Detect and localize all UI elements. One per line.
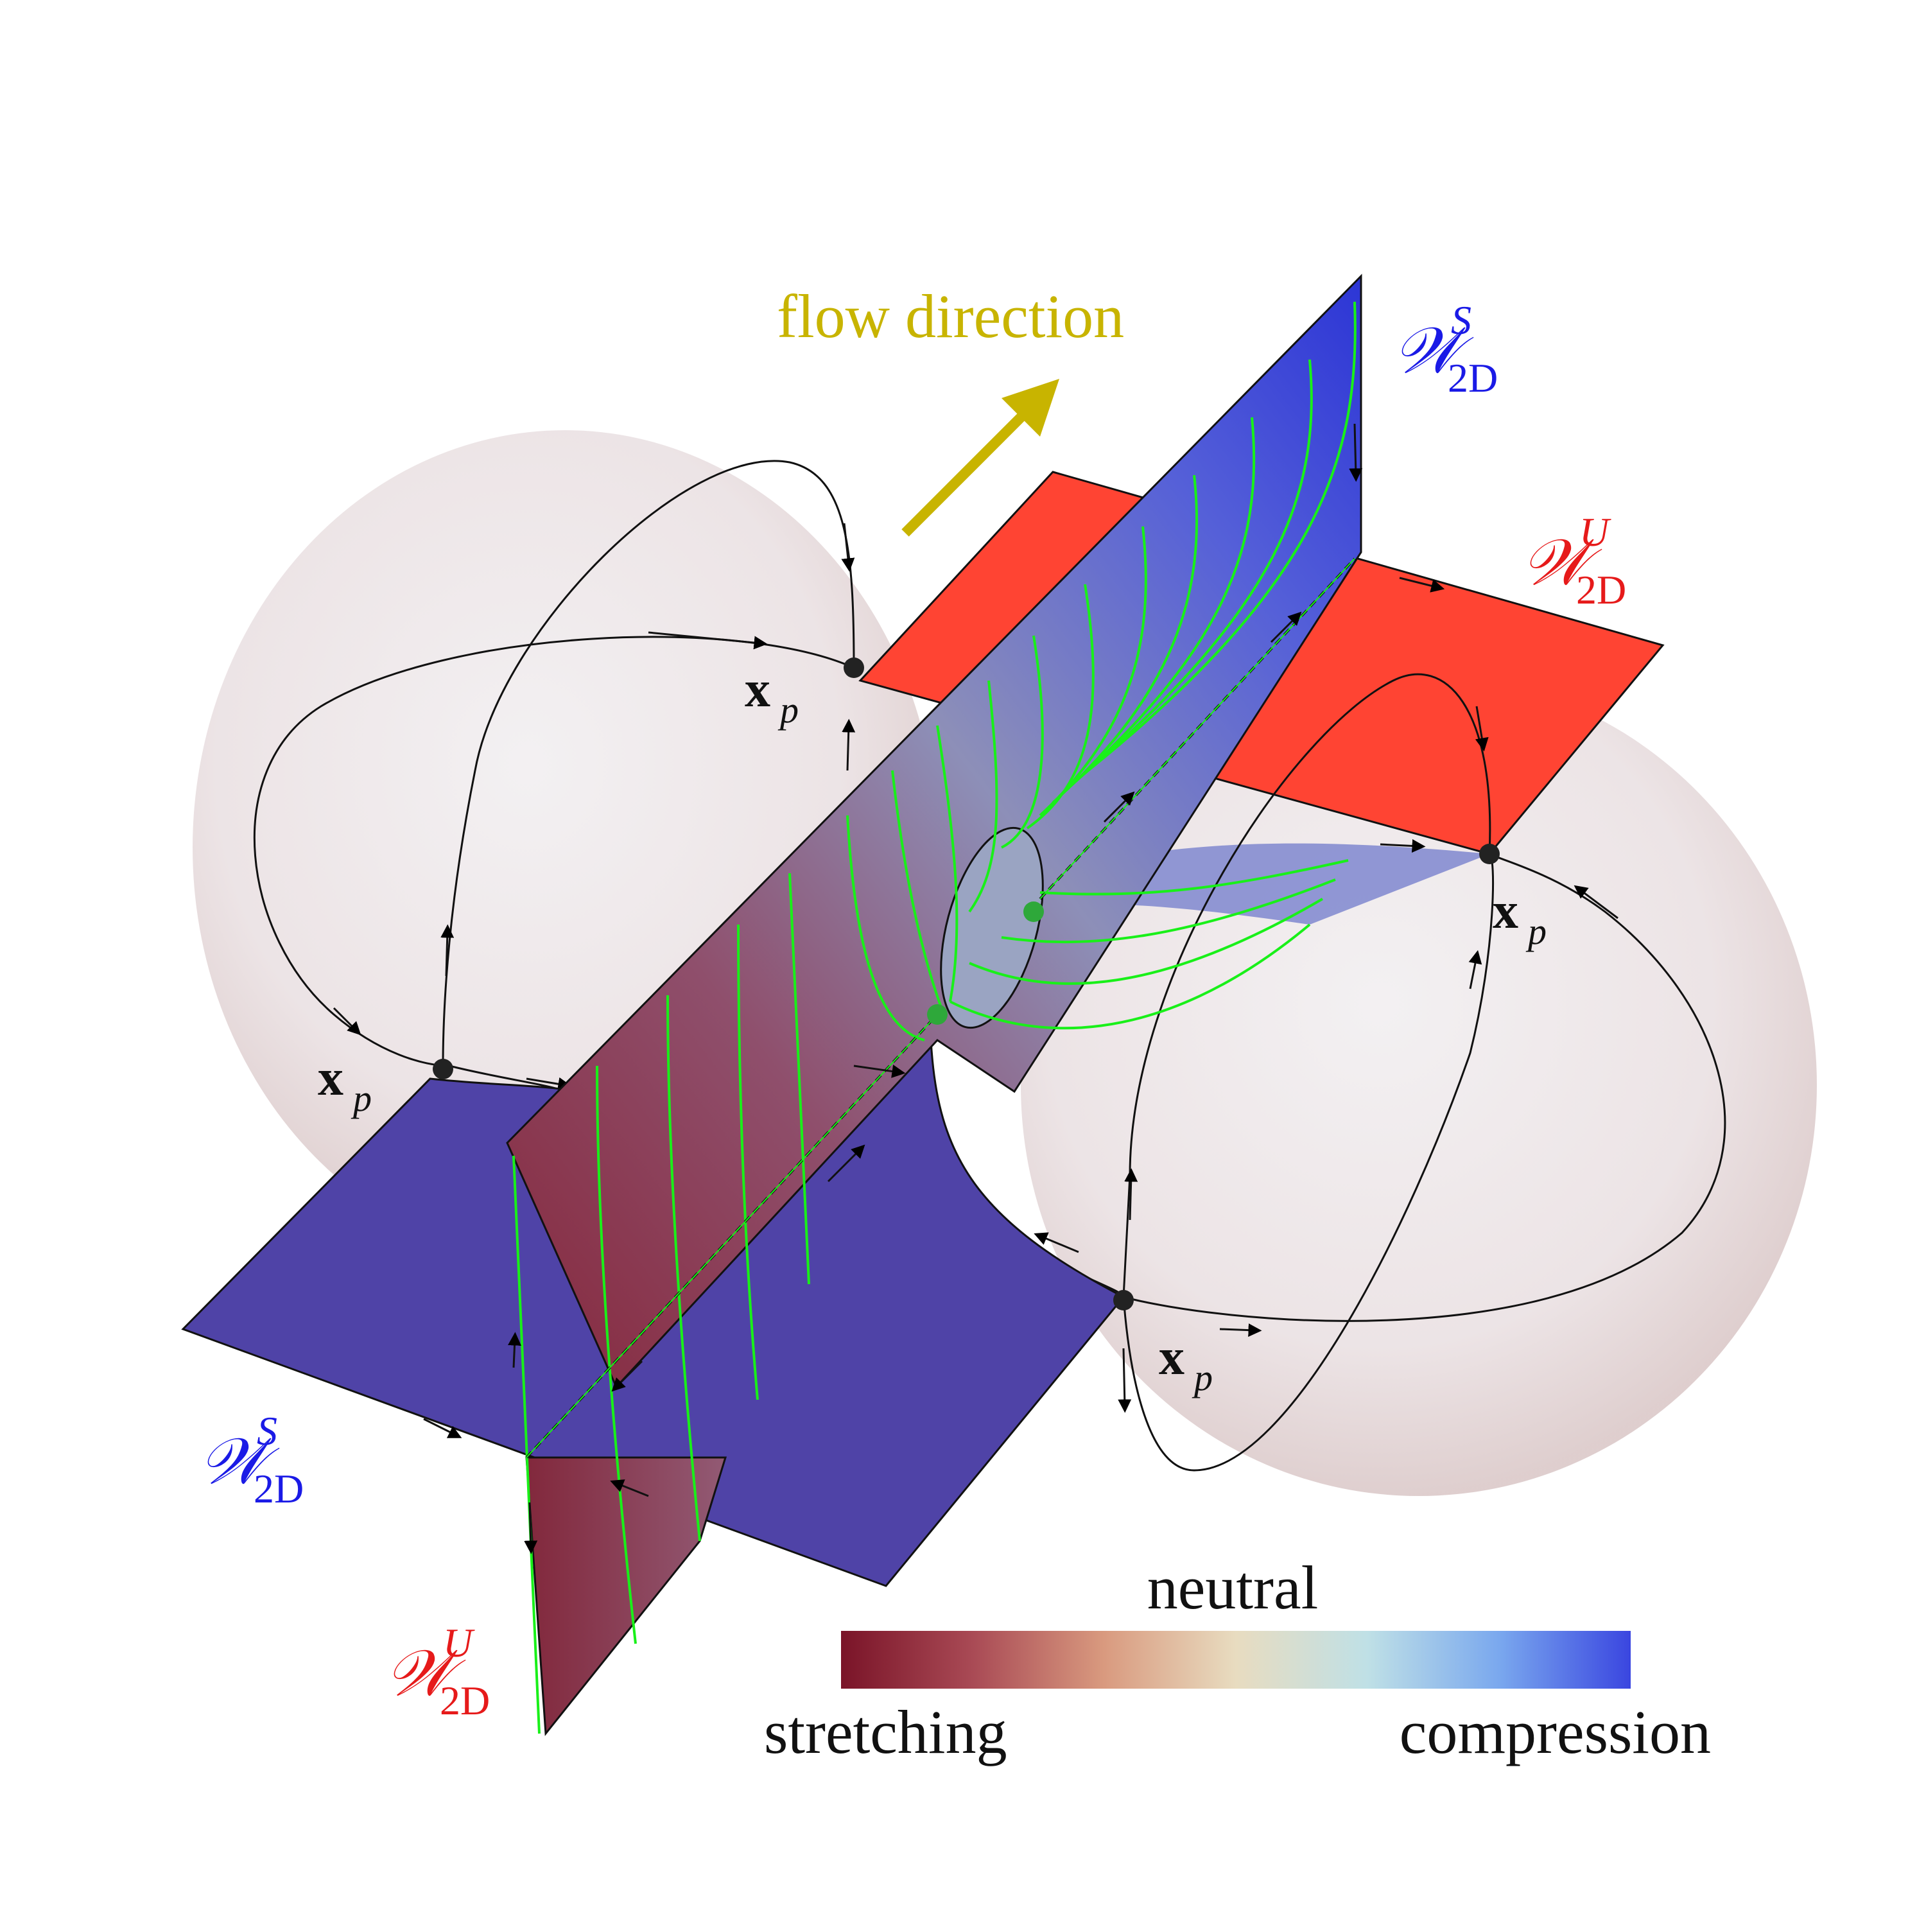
left-orbits xyxy=(253,460,856,1093)
flow-direction-arrow xyxy=(901,407,1031,537)
svg-text:S: S xyxy=(257,1408,277,1454)
streamlines xyxy=(512,301,1357,1734)
colorbar-neutral-label: neutral xyxy=(1147,1553,1319,1622)
svg-text:x: x xyxy=(745,661,770,718)
svg-text:2D: 2D xyxy=(1576,567,1626,613)
svg-text:x: x xyxy=(318,1050,343,1106)
point-top-left xyxy=(844,657,864,678)
label-stable-left: 𝒲 S 2D xyxy=(199,1408,304,1511)
label-xp-left: x p xyxy=(318,1050,372,1119)
label-unstable-right: 𝒲 U 2D xyxy=(1522,509,1626,613)
label-xp-top-left: x p xyxy=(745,661,799,731)
point-bottom-right xyxy=(1113,1290,1134,1310)
plane-arrows xyxy=(423,423,1445,1554)
point-center-upper xyxy=(1023,901,1044,922)
label-unstable-bottom: 𝒲 U 2D xyxy=(385,1620,490,1723)
colorbar xyxy=(841,1631,1631,1689)
svg-text:2D: 2D xyxy=(1448,355,1498,401)
svg-text:p: p xyxy=(1525,910,1547,952)
colorbar-compression-label: compression xyxy=(1400,1698,1711,1766)
svg-text:p: p xyxy=(777,689,799,731)
svg-text:2D: 2D xyxy=(254,1466,304,1511)
label-xp-bottom-right: x p xyxy=(1159,1329,1213,1398)
colorbar-stretching-label: stretching xyxy=(764,1698,1007,1766)
point-center-lower xyxy=(927,1004,948,1025)
svg-text:x: x xyxy=(1493,883,1518,939)
svg-text:x: x xyxy=(1159,1329,1184,1386)
flow-direction-label: flow direction xyxy=(777,282,1124,351)
point-left xyxy=(433,1059,453,1079)
heteroclinic-lines-glow xyxy=(526,558,1355,1458)
label-xp-right: x p xyxy=(1493,883,1547,952)
svg-text:U: U xyxy=(443,1620,475,1666)
label-stable-top: 𝒲 S 2D xyxy=(1393,297,1498,401)
svg-text:U: U xyxy=(1579,509,1611,555)
point-right xyxy=(1479,844,1500,864)
svg-text:p: p xyxy=(1192,1357,1213,1398)
flow-direction-arrowhead xyxy=(1002,379,1059,437)
svg-text:2D: 2D xyxy=(440,1678,490,1723)
svg-text:p: p xyxy=(351,1077,372,1119)
fixed-points xyxy=(433,657,1500,1310)
svg-text:S: S xyxy=(1451,297,1471,343)
right-orbit-vertical xyxy=(1122,673,1495,1472)
